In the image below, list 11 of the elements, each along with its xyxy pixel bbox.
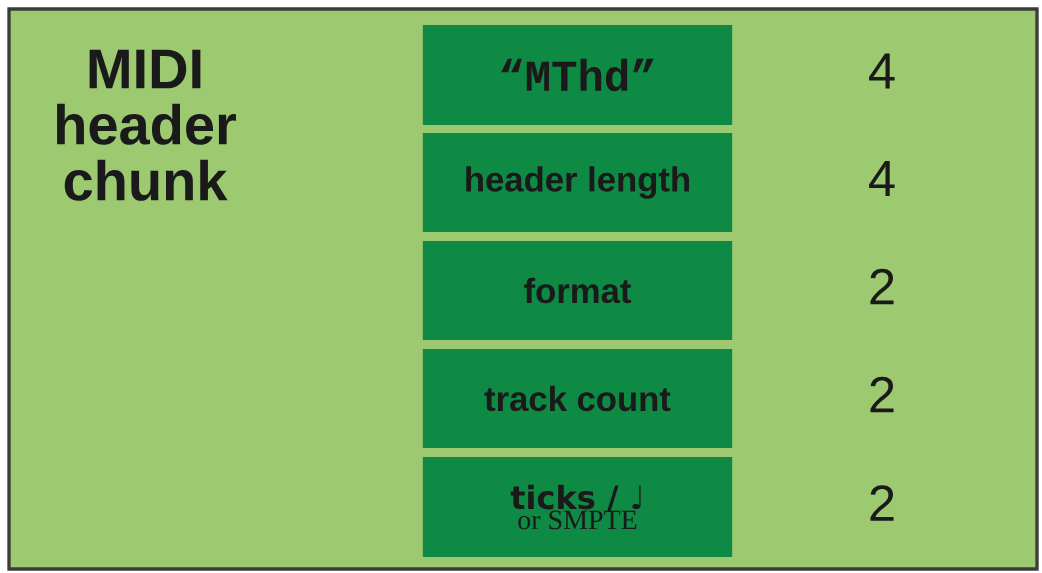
panel-title: MIDI header chunk <box>57 49 236 201</box>
byte-count: 2 <box>870 268 894 305</box>
byte-count: 2 <box>870 485 894 521</box>
byte-count: 2 <box>870 376 894 413</box>
field-box: header length <box>422 133 733 232</box>
byte-count: 4 <box>869 161 895 196</box>
field-box: track count <box>422 349 733 448</box>
field-box: ticks / ♩ or SMPTE <box>422 457 733 557</box>
field-box: format <box>422 241 733 340</box>
byte-count: 4 <box>869 53 895 89</box>
field-box: “MThd” <box>422 25 733 125</box>
